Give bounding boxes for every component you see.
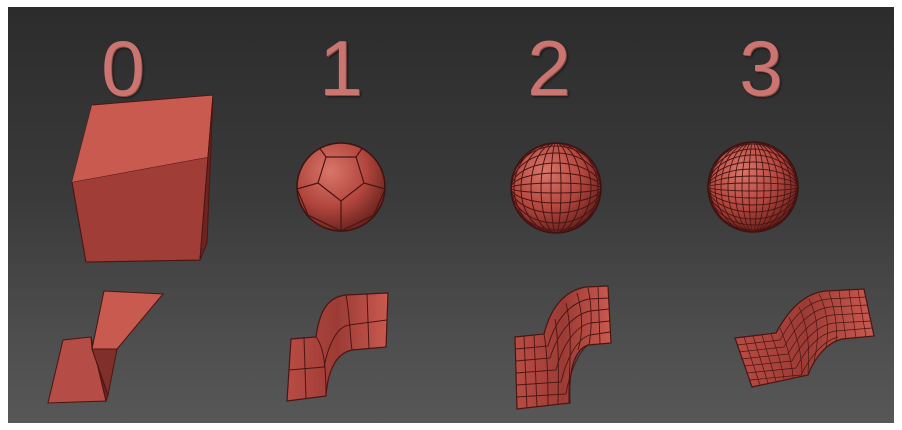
folded-plane-icon: [48, 291, 163, 403]
subdivided-sphere-icon: [511, 143, 601, 233]
subdivided-sphere-icon: [708, 142, 798, 232]
cube-icon: [72, 95, 213, 262]
low-poly-sphere-icon: [297, 139, 385, 231]
subdivided-plane-icon: [735, 289, 874, 387]
smoothed-plane-icon: [287, 293, 388, 401]
viewport: 0 1 2 3: [8, 7, 894, 423]
models-svg: [8, 7, 894, 423]
subdivided-plane-icon: [515, 286, 611, 409]
